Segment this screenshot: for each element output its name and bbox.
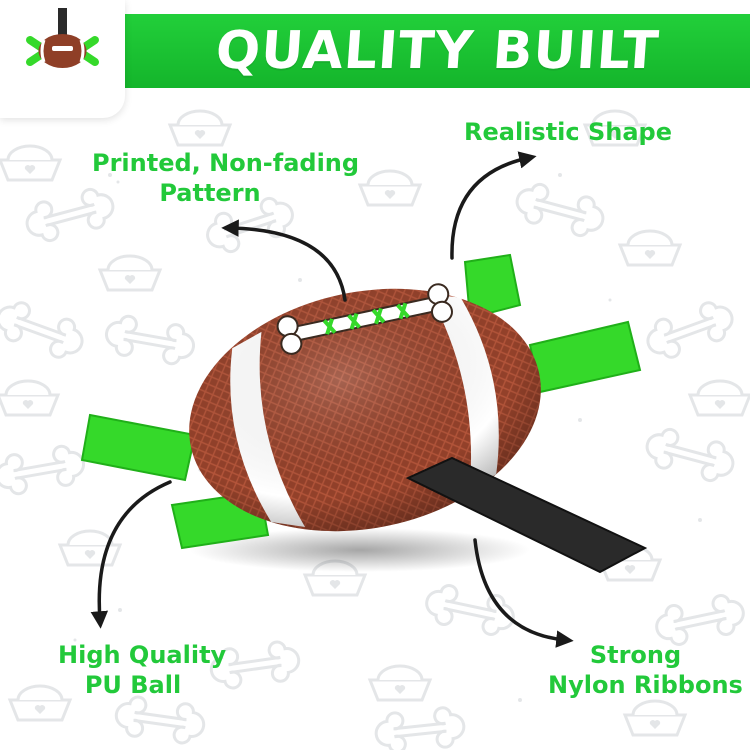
callout-printed-pattern-line2: Pattern — [159, 179, 261, 207]
callout-arrows — [90, 151, 574, 648]
black-nylon-ribbon — [405, 456, 648, 574]
title-banner — [0, 14, 750, 88]
callout-realistic-shape-line1: Realistic Shape — [464, 118, 672, 146]
callout-pu-ball: High Quality PU Ball — [58, 640, 227, 700]
ground-shadow — [190, 528, 530, 572]
arrow-pattern — [221, 219, 347, 302]
callout-realistic-shape: Realistic Shape — [464, 117, 672, 147]
callout-nylon-ribbons-line1: Strong — [589, 641, 682, 669]
callout-nylon-ribbons-line2: Nylon Ribbons — [548, 671, 743, 699]
green-ribbon — [80, 253, 642, 550]
callout-printed-pattern: Printed, Non-fading Pattern — [92, 148, 360, 208]
product-thumbnail[interactable] — [0, 0, 125, 118]
football-thumbnail-icon — [26, 8, 99, 68]
callout-pu-ball-line1: High Quality — [58, 641, 227, 669]
callout-printed-pattern-line1: Printed, Non-fading — [92, 149, 360, 177]
callout-pu-ball-line2: PU Ball — [84, 671, 182, 699]
bone-print-icon — [276, 283, 453, 355]
callout-nylon-ribbons: Strong Nylon Ribbons — [548, 640, 743, 700]
arrow-pu-ball — [90, 480, 172, 629]
arrow-shape — [450, 151, 537, 260]
arrow-ribbons — [473, 538, 574, 648]
